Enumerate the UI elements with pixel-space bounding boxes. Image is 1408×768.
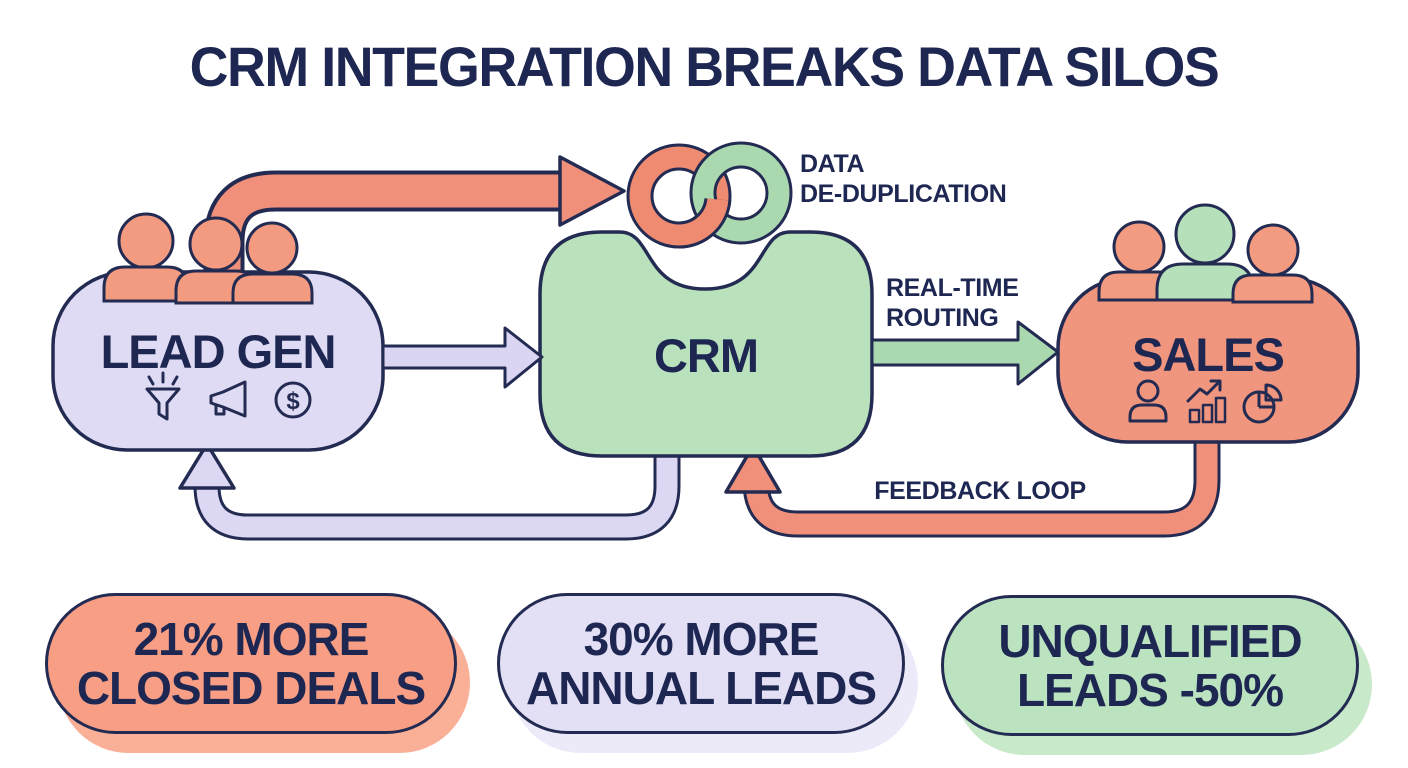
stat-pill-unqualified-leads: UNQUALIFIED LEADS -50% (941, 595, 1359, 736)
stat-line2: LEADS -50% (1016, 663, 1284, 716)
dedup-label-line1: DATA (800, 150, 865, 178)
dedup-label: DATA DE-DUPLICATION (800, 150, 1007, 209)
funnel-icon (145, 371, 181, 421)
stat-pill-closed-deals: 21% MORE CLOSED DEALS (45, 593, 457, 734)
dedup-label-line2: DE-DUPLICATION (800, 179, 1007, 208)
growth-chart-icon (1186, 379, 1227, 424)
leadgen-to-crm-arrow (381, 326, 544, 389)
feedback-loop-label: FEEDBACK LOOP (874, 477, 1086, 505)
dollar-coin-icon: $ (274, 381, 312, 419)
stat-line1: 30% MORE (583, 612, 820, 665)
stat-line2: CLOSED DEALS (76, 661, 426, 714)
lead-gen-label: LEAD GEN (100, 325, 337, 378)
link-rings-icon (626, 141, 793, 249)
page-title: CRM INTEGRATION BREAKS DATA SILOS (189, 35, 1220, 98)
sales-to-crm-loop-arrow (724, 440, 1221, 538)
dollar-symbol: $ (286, 388, 300, 415)
stat-line2: ANNUAL LEADS (525, 661, 877, 714)
pie-chart-icon (1242, 383, 1283, 424)
routing-label: REAL-TIME ROUTING (886, 274, 1019, 333)
routing-label-line2: ROUTING (886, 303, 999, 332)
stat-line1: UNQUALIFIED (998, 614, 1302, 667)
crm-box (538, 230, 874, 458)
crm-to-leadgen-loop-arrow (178, 442, 681, 541)
stat-line1: 21% MORE (133, 612, 370, 665)
person-icon (1128, 379, 1168, 423)
stat-pill-annual-leads: 30% MORE ANNUAL LEADS (497, 593, 905, 734)
megaphone-icon (209, 380, 247, 418)
sales-label: SALES (1132, 328, 1285, 381)
crm-to-sales-arrow (870, 320, 1060, 386)
lead-gen-people-icon (102, 212, 314, 305)
routing-label-line1: REAL-TIME (886, 274, 1019, 302)
crm-label: CRM (653, 329, 759, 382)
sales-people-icon (1097, 203, 1314, 304)
